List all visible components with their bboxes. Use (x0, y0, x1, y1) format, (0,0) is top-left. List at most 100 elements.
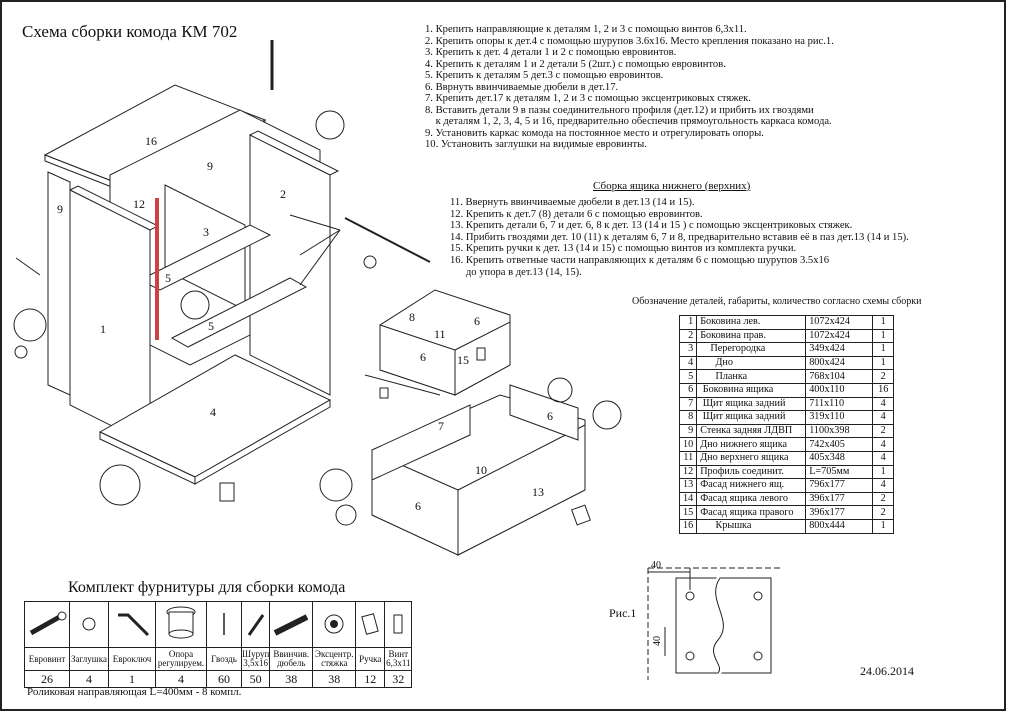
cam-lock-icon (312, 601, 357, 648)
part-label-9: 9 (207, 159, 213, 173)
adjustable-foot-icon (155, 601, 207, 648)
panel-5-plank-lower (170, 277, 308, 348)
part-number: 15 (678, 505, 698, 520)
kit-qty: 32 (384, 670, 413, 688)
drawer-step: 16. Крепить ответные части направляющих … (450, 254, 830, 266)
kit-label: Эксцентр. стяжка (312, 647, 357, 671)
drawer-step: 13. Крепить детали 6, 7 и дет. 6, 8 к де… (450, 220, 853, 232)
nail-icon (206, 601, 242, 648)
kit-qty: 26 (24, 670, 70, 688)
small-screw-icon (384, 601, 413, 648)
part-label-5: 5 (208, 319, 214, 333)
kit-label: Ручка (355, 647, 386, 671)
part-label-15: 15 (457, 353, 469, 367)
step: 4. Крепить к деталям 1 и 2 детали 5 (2шт… (425, 58, 726, 70)
drawer-step: 15. Крепить ручки к дет. 13 (14 и 15) с … (450, 243, 797, 255)
kit-label: Шуруп 3,5х16 (240, 647, 271, 671)
part-number: 11 (678, 450, 698, 466)
part-size: 800х444 (805, 518, 874, 534)
handle-small (476, 347, 486, 361)
kit-label: Евровинт (24, 647, 70, 671)
screw-icon (240, 601, 271, 648)
part-label-16: 16 (145, 134, 157, 148)
step: 8. Вставить детали 9 в пазы соединительн… (425, 104, 814, 116)
handle-large (571, 504, 591, 526)
assembly-steps: 1. Крепить направляющие к деталям 1, 2 и… (425, 24, 834, 151)
kit-qty: 60 (206, 670, 242, 688)
cap-icon (69, 601, 109, 648)
fastener-callout (13, 308, 47, 342)
figure-label: Рис.1 (609, 606, 637, 620)
part-name: Крышка (696, 518, 807, 534)
part-label-2: 2 (280, 187, 286, 201)
dowel-icon (269, 601, 314, 648)
fig1-foot-hole (685, 591, 695, 601)
step: к деталям 1, 2, 3, 4, 5 и 16, предварите… (425, 116, 832, 127)
part-qty: 2 (872, 505, 895, 520)
part-label-1: 1 (100, 322, 106, 336)
fig1-foot-hole (685, 651, 695, 661)
drawer-step: 12. Крепить к дет.7 (8) детали 6 с помощ… (450, 208, 703, 220)
panel-2-side (249, 134, 331, 396)
kit-label: Гвоздь (206, 647, 242, 671)
rail-note: Роликовая направляющая L=400мм - 8 компл… (27, 686, 242, 698)
eurovint-icon (24, 601, 70, 648)
drawer-assembly-title: Сборка ящика нижнего (верхних) (593, 180, 751, 192)
part-label-4: 4 (210, 405, 216, 419)
handle-icon (355, 601, 386, 648)
fig1-dim-side: 40 (652, 636, 663, 646)
part-qty: 1 (872, 342, 895, 357)
fastener-callout (319, 468, 353, 502)
kit-label: Ввинчив. дюбель (269, 647, 314, 671)
panel-5-plank (138, 224, 272, 291)
drawer-large-back (371, 404, 471, 481)
fastener-callout (547, 377, 573, 403)
kit-label: Опора регулируем. (155, 647, 207, 671)
step: 2. Крепить опоры к дет.4 с помощью шуруп… (425, 35, 834, 47)
drawer-rail (344, 217, 431, 263)
part-label-6: 6 (474, 314, 480, 328)
part-label-12: 12 (133, 197, 145, 211)
part-label-6: 6 (547, 409, 553, 423)
step: 6. Вврнуть ввинчиваемые дюбели в дет.17. (425, 81, 619, 93)
step: 9. Установить каркас комода на постоянно… (425, 127, 764, 139)
fastener-callout (335, 504, 357, 526)
panel-1-side (69, 189, 151, 446)
part-name: Стенка задняя ЛДВП (696, 423, 807, 439)
fastener-callout (592, 400, 622, 430)
kit-label: Заглушка (69, 647, 109, 671)
drawing-date: 24.06.2014 (860, 664, 914, 678)
fastener-callout (315, 110, 345, 140)
part-label-3: 3 (203, 225, 209, 239)
page-title: Схема сборки комода КМ 702 (22, 22, 238, 41)
part-label-10: 10 (475, 463, 487, 477)
drawer-steps: 11. Ввернуть ввинчиваемые дюбели в дет.1… (450, 197, 909, 278)
drawer-step: 14. Прибить гвоздями дет. 10 (11) к дета… (450, 231, 909, 243)
drawer-step: 11. Ввернуть ввинчиваемые дюбели в дет.1… (450, 197, 695, 208)
part-label-7: 7 (438, 419, 444, 433)
fig1-foot-hole (753, 651, 763, 661)
step: 3. Крепить к дет. 4 детали 1 и 2 с помощ… (425, 47, 677, 58)
part-number: 16 (678, 518, 698, 534)
part-label-11: 11 (434, 327, 446, 341)
part-label-13: 13 (532, 485, 544, 499)
step: 1. Крепить направляющие к деталям 1, 2 и… (425, 24, 747, 35)
kit-qty: 38 (312, 670, 357, 688)
parts-table-title: Обозначение деталей, габариты, количеств… (632, 296, 922, 307)
kit-qty: 12 (355, 670, 386, 688)
kit-qty: 50 (240, 670, 271, 688)
